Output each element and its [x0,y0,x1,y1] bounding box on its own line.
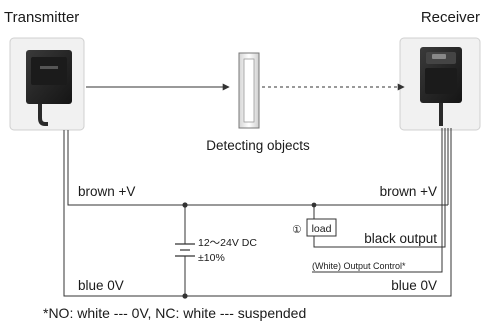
transmitter-brown-wire [67,130,448,206]
detecting-objects-label: Detecting objects [206,138,310,153]
receiver-white-wire [312,128,443,273]
black-output-label: black output [364,231,437,246]
transmitter-blue-wire [63,130,185,297]
receiver-sensor-icon [399,37,481,131]
receiver-black-wire [321,128,446,248]
junction-dot [182,293,188,299]
brown-left-label: brown +V [78,184,135,199]
blue-right-label: blue 0V [391,278,437,293]
receiver-blue-wire [185,128,452,297]
load-box [306,218,337,237]
supply-voltage-label: 12～24V DC [198,237,257,249]
footnote: *NO: white --- 0V, NC: white --- suspend… [43,305,306,321]
transmitter-sensor-icon [9,37,85,131]
transmitter-title: Transmitter [4,9,79,26]
brown-right-label: brown +V [380,184,437,199]
detecting-object-icon [238,52,260,129]
load-marker: ① [292,224,301,236]
output-control-label: (White) Output Control* [312,261,406,271]
dc-battery-icon [175,243,195,257]
load-label: load [312,223,332,235]
junction-dot [311,202,317,208]
load-wire-lower [313,236,321,248]
supply-tolerance-label: ±10% [198,252,225,264]
junction-dot [182,202,188,208]
blue-left-label: blue 0V [78,278,124,293]
receiver-title: Receiver [421,9,480,26]
